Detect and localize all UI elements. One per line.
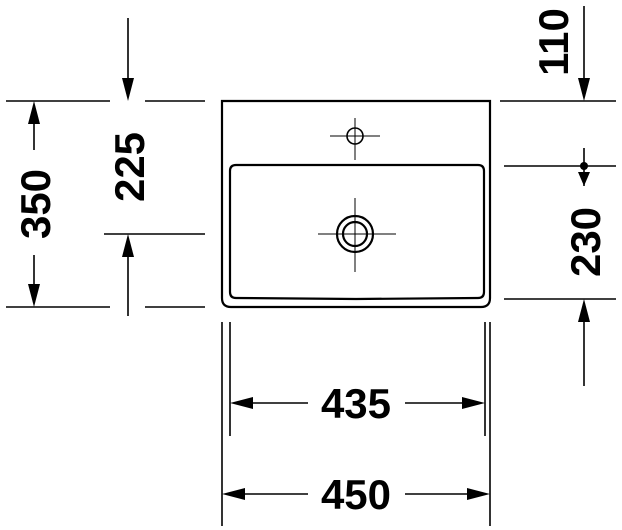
basin-outer-rim [220,99,492,309]
dim-label-435: 435 [321,380,391,427]
arrow-down-icon [28,284,40,307]
dimension-bowl-width: 435 [229,322,486,436]
dim-label-350: 350 [12,169,59,239]
dimension-bowl-depth: 230 [504,148,616,386]
dimension-overall-depth: 350 [6,100,205,308]
arrow-left-icon [230,397,253,409]
arrow-down-icon [578,78,590,101]
basin-inner-bowl [228,163,486,301]
drain [318,198,396,272]
dimension-tap-hole-offset: 110 [500,6,616,102]
dim-label-225: 225 [106,132,153,202]
arrow-right-icon [467,488,490,500]
dimension-tap-to-drain: 225 [104,18,205,316]
tap-hole [330,118,380,160]
dim-label-110: 110 [530,8,577,76]
arrow-down-icon [578,172,590,186]
arrow-up-icon [122,234,134,257]
arrow-down-icon [122,78,134,101]
basin-outline [220,99,492,309]
dim-label-450: 450 [321,471,391,518]
arrow-left-icon [222,488,245,500]
arrow-up-icon [28,101,40,124]
dim-label-230: 230 [562,207,609,277]
dimension-overall-width: 450 [221,322,491,526]
arrow-right-icon [462,397,485,409]
arrow-up-icon [578,299,590,322]
